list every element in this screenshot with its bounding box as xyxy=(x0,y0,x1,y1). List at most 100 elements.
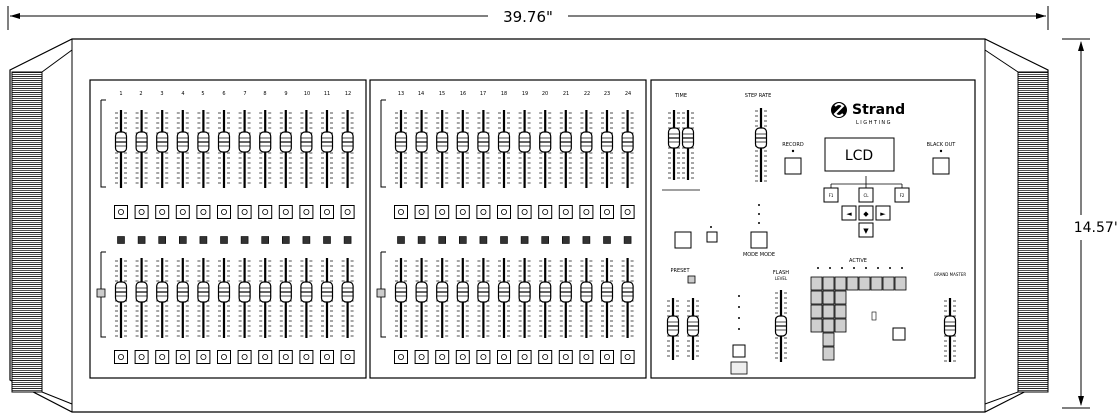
fader[interactable] xyxy=(667,110,681,180)
fader[interactable] xyxy=(300,258,313,338)
fader[interactable] xyxy=(197,258,210,338)
record-button[interactable] xyxy=(784,157,802,175)
fader[interactable] xyxy=(518,110,531,188)
fader[interactable] xyxy=(559,258,572,338)
flash-button[interactable] xyxy=(114,205,128,219)
flash-button[interactable] xyxy=(394,205,408,219)
keypad-key[interactable] xyxy=(822,346,835,361)
fader[interactable] xyxy=(600,110,614,188)
fader[interactable] xyxy=(621,110,634,188)
flash-button[interactable] xyxy=(278,350,293,364)
flash-button[interactable] xyxy=(497,205,511,219)
flash-button[interactable] xyxy=(394,350,408,364)
flash-button[interactable] xyxy=(538,205,553,219)
flash-button[interactable] xyxy=(497,350,511,364)
flash-button[interactable] xyxy=(196,205,211,219)
flash-button[interactable] xyxy=(340,350,355,364)
keypad-key[interactable] xyxy=(822,318,835,333)
keypad-key[interactable] xyxy=(822,290,835,305)
fader[interactable] xyxy=(477,258,490,338)
flash-button[interactable] xyxy=(558,205,573,219)
fader[interactable] xyxy=(259,258,272,338)
flash-button[interactable] xyxy=(114,350,128,364)
fader[interactable] xyxy=(341,110,354,188)
fader[interactable] xyxy=(943,298,957,362)
fader[interactable] xyxy=(114,110,128,188)
fader[interactable] xyxy=(135,258,148,338)
flash-button[interactable] xyxy=(320,205,334,219)
fader[interactable] xyxy=(279,110,292,188)
fader[interactable] xyxy=(754,108,768,182)
keypad-key[interactable] xyxy=(834,276,847,291)
down-arrow-button[interactable] xyxy=(858,222,874,238)
flash-button[interactable] xyxy=(476,205,491,219)
keypad-key[interactable] xyxy=(810,290,823,305)
fader[interactable] xyxy=(415,110,428,188)
blackout-button[interactable] xyxy=(932,157,950,175)
center-button[interactable] xyxy=(858,205,874,221)
flash-button[interactable] xyxy=(340,205,355,219)
flash-button[interactable] xyxy=(455,205,470,219)
fader[interactable] xyxy=(156,258,169,338)
flash-button[interactable] xyxy=(217,350,231,364)
flash-button[interactable] xyxy=(299,350,314,364)
flash-button[interactable] xyxy=(155,205,170,219)
fader[interactable] xyxy=(436,258,449,338)
fader[interactable] xyxy=(774,290,788,362)
flash-button[interactable] xyxy=(237,350,252,364)
flash-button[interactable] xyxy=(558,350,573,364)
left-arrow-button[interactable] xyxy=(841,205,857,221)
flash-button[interactable] xyxy=(196,350,211,364)
flash-button[interactable] xyxy=(237,205,252,219)
fader[interactable] xyxy=(580,258,593,338)
fader[interactable] xyxy=(394,258,408,338)
right-arrow-button[interactable] xyxy=(875,205,891,221)
keypad-key[interactable] xyxy=(870,276,883,291)
fader[interactable] xyxy=(559,110,572,188)
fader[interactable] xyxy=(456,258,469,338)
fader[interactable] xyxy=(238,110,251,188)
fader[interactable] xyxy=(135,110,148,188)
fader[interactable] xyxy=(320,258,334,338)
keypad-key[interactable] xyxy=(882,276,895,291)
fader[interactable] xyxy=(197,110,210,188)
flash-button[interactable] xyxy=(134,350,149,364)
flash-button[interactable] xyxy=(134,205,149,219)
keypad-side-button[interactable] xyxy=(892,327,906,341)
flash-button[interactable] xyxy=(155,350,170,364)
fader[interactable] xyxy=(238,258,251,338)
keypad-key[interactable] xyxy=(822,276,835,291)
fader[interactable] xyxy=(279,258,292,338)
fader[interactable] xyxy=(477,110,490,188)
flash-button[interactable] xyxy=(579,205,594,219)
flash-button[interactable] xyxy=(600,350,614,364)
keypad-key[interactable] xyxy=(834,304,847,319)
flash-mode-button[interactable] xyxy=(732,344,746,358)
flash-button[interactable] xyxy=(299,205,314,219)
keypad-key[interactable] xyxy=(822,304,835,319)
fader[interactable] xyxy=(600,258,614,338)
fader[interactable] xyxy=(681,110,695,180)
flash-button[interactable] xyxy=(435,350,450,364)
fader[interactable] xyxy=(539,258,552,338)
fader[interactable] xyxy=(497,258,511,338)
fader[interactable] xyxy=(114,258,128,338)
flash-button[interactable] xyxy=(258,205,273,219)
keypad-key[interactable] xyxy=(858,276,871,291)
fader[interactable] xyxy=(341,258,354,338)
fader[interactable] xyxy=(497,110,511,188)
fader[interactable] xyxy=(456,110,469,188)
fader[interactable] xyxy=(156,110,169,188)
mode-button-3[interactable] xyxy=(750,231,768,249)
mode-button-1[interactable] xyxy=(674,231,692,249)
keypad-key[interactable] xyxy=(810,276,823,291)
flash-button[interactable] xyxy=(538,350,553,364)
flash-button[interactable] xyxy=(600,205,614,219)
fader[interactable] xyxy=(539,110,552,188)
keypad-key[interactable] xyxy=(834,318,847,333)
flash-button[interactable] xyxy=(620,205,635,219)
flash-button[interactable] xyxy=(455,350,470,364)
fader[interactable] xyxy=(415,258,428,338)
keypad-key[interactable] xyxy=(810,304,823,319)
keypad-key[interactable] xyxy=(822,332,835,347)
